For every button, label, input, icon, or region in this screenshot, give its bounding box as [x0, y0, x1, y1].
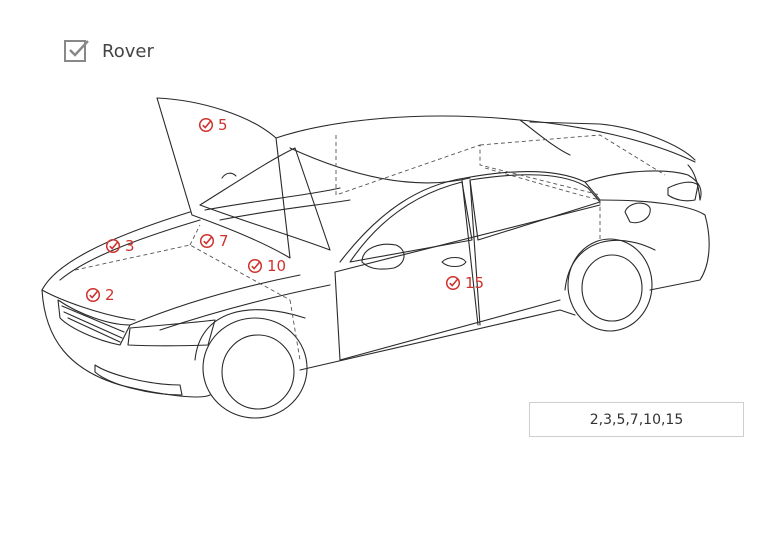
headlight	[127, 319, 216, 347]
check-circle-icon	[85, 287, 101, 303]
rear-wheel	[567, 238, 653, 332]
marker-label: 15	[465, 274, 485, 292]
marker-label: 3	[125, 237, 135, 255]
rear-window	[469, 174, 601, 241]
marker-7[interactable]: 7	[199, 232, 229, 250]
marker-5[interactable]: 5	[198, 116, 228, 134]
fuel-cap	[624, 202, 651, 224]
selected-areas-value: 2,3,5,7,10,15	[589, 411, 684, 428]
taillight	[667, 181, 699, 202]
roof-line	[275, 115, 696, 163]
marker-label: 7	[219, 232, 229, 250]
check-circle-icon	[445, 275, 461, 291]
marker-label: 5	[218, 116, 228, 134]
grille	[57, 299, 131, 346]
windshield	[199, 147, 331, 251]
marker-label: 2	[105, 286, 115, 304]
door-handle	[441, 256, 467, 268]
marker-label: 10	[267, 257, 287, 275]
checkbox-checked-icon[interactable]	[64, 38, 90, 64]
check-circle-icon	[199, 233, 215, 249]
header: Rover	[64, 38, 154, 64]
marker-3[interactable]: 3	[105, 237, 135, 255]
marker-2[interactable]: 2	[85, 286, 115, 304]
front-wheel	[202, 317, 308, 419]
check-circle-icon	[247, 258, 263, 274]
side-mirror	[361, 243, 405, 270]
marker-10[interactable]: 10	[247, 257, 286, 275]
check-circle-icon	[105, 238, 121, 254]
selected-areas-field[interactable]: 2,3,5,7,10,15	[529, 402, 744, 437]
check-circle-icon	[198, 117, 214, 133]
marker-15[interactable]: 15	[445, 274, 484, 292]
vehicle-name: Rover	[102, 40, 154, 62]
